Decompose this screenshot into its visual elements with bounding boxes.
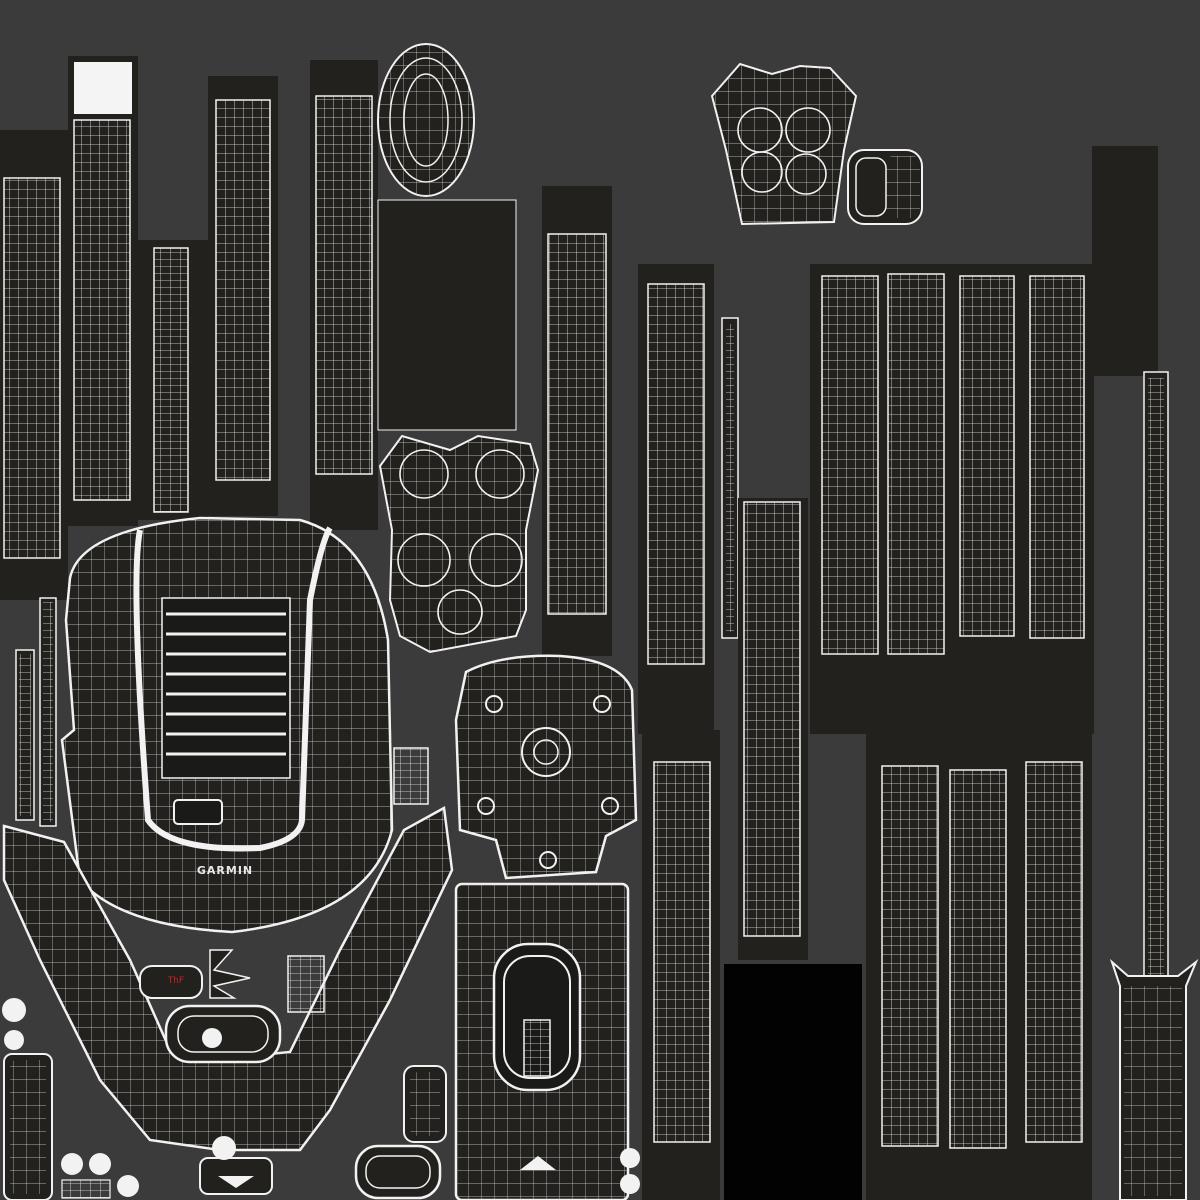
thin-strips xyxy=(15,597,57,827)
left-strip-group xyxy=(0,56,612,656)
lower-bracket xyxy=(2,747,454,1195)
small-red-label: ThF xyxy=(167,976,185,986)
top-right-shell xyxy=(710,62,923,226)
small-parts xyxy=(2,998,640,1200)
bottom-cradle xyxy=(454,882,630,1200)
garmin-logo-text: GARMIN xyxy=(196,864,254,877)
top-oval-shell xyxy=(377,43,475,197)
mid-shell xyxy=(378,434,540,654)
right-strip-group xyxy=(638,146,1199,1200)
mount-plate xyxy=(454,654,638,880)
main-housing-shell xyxy=(60,516,394,934)
